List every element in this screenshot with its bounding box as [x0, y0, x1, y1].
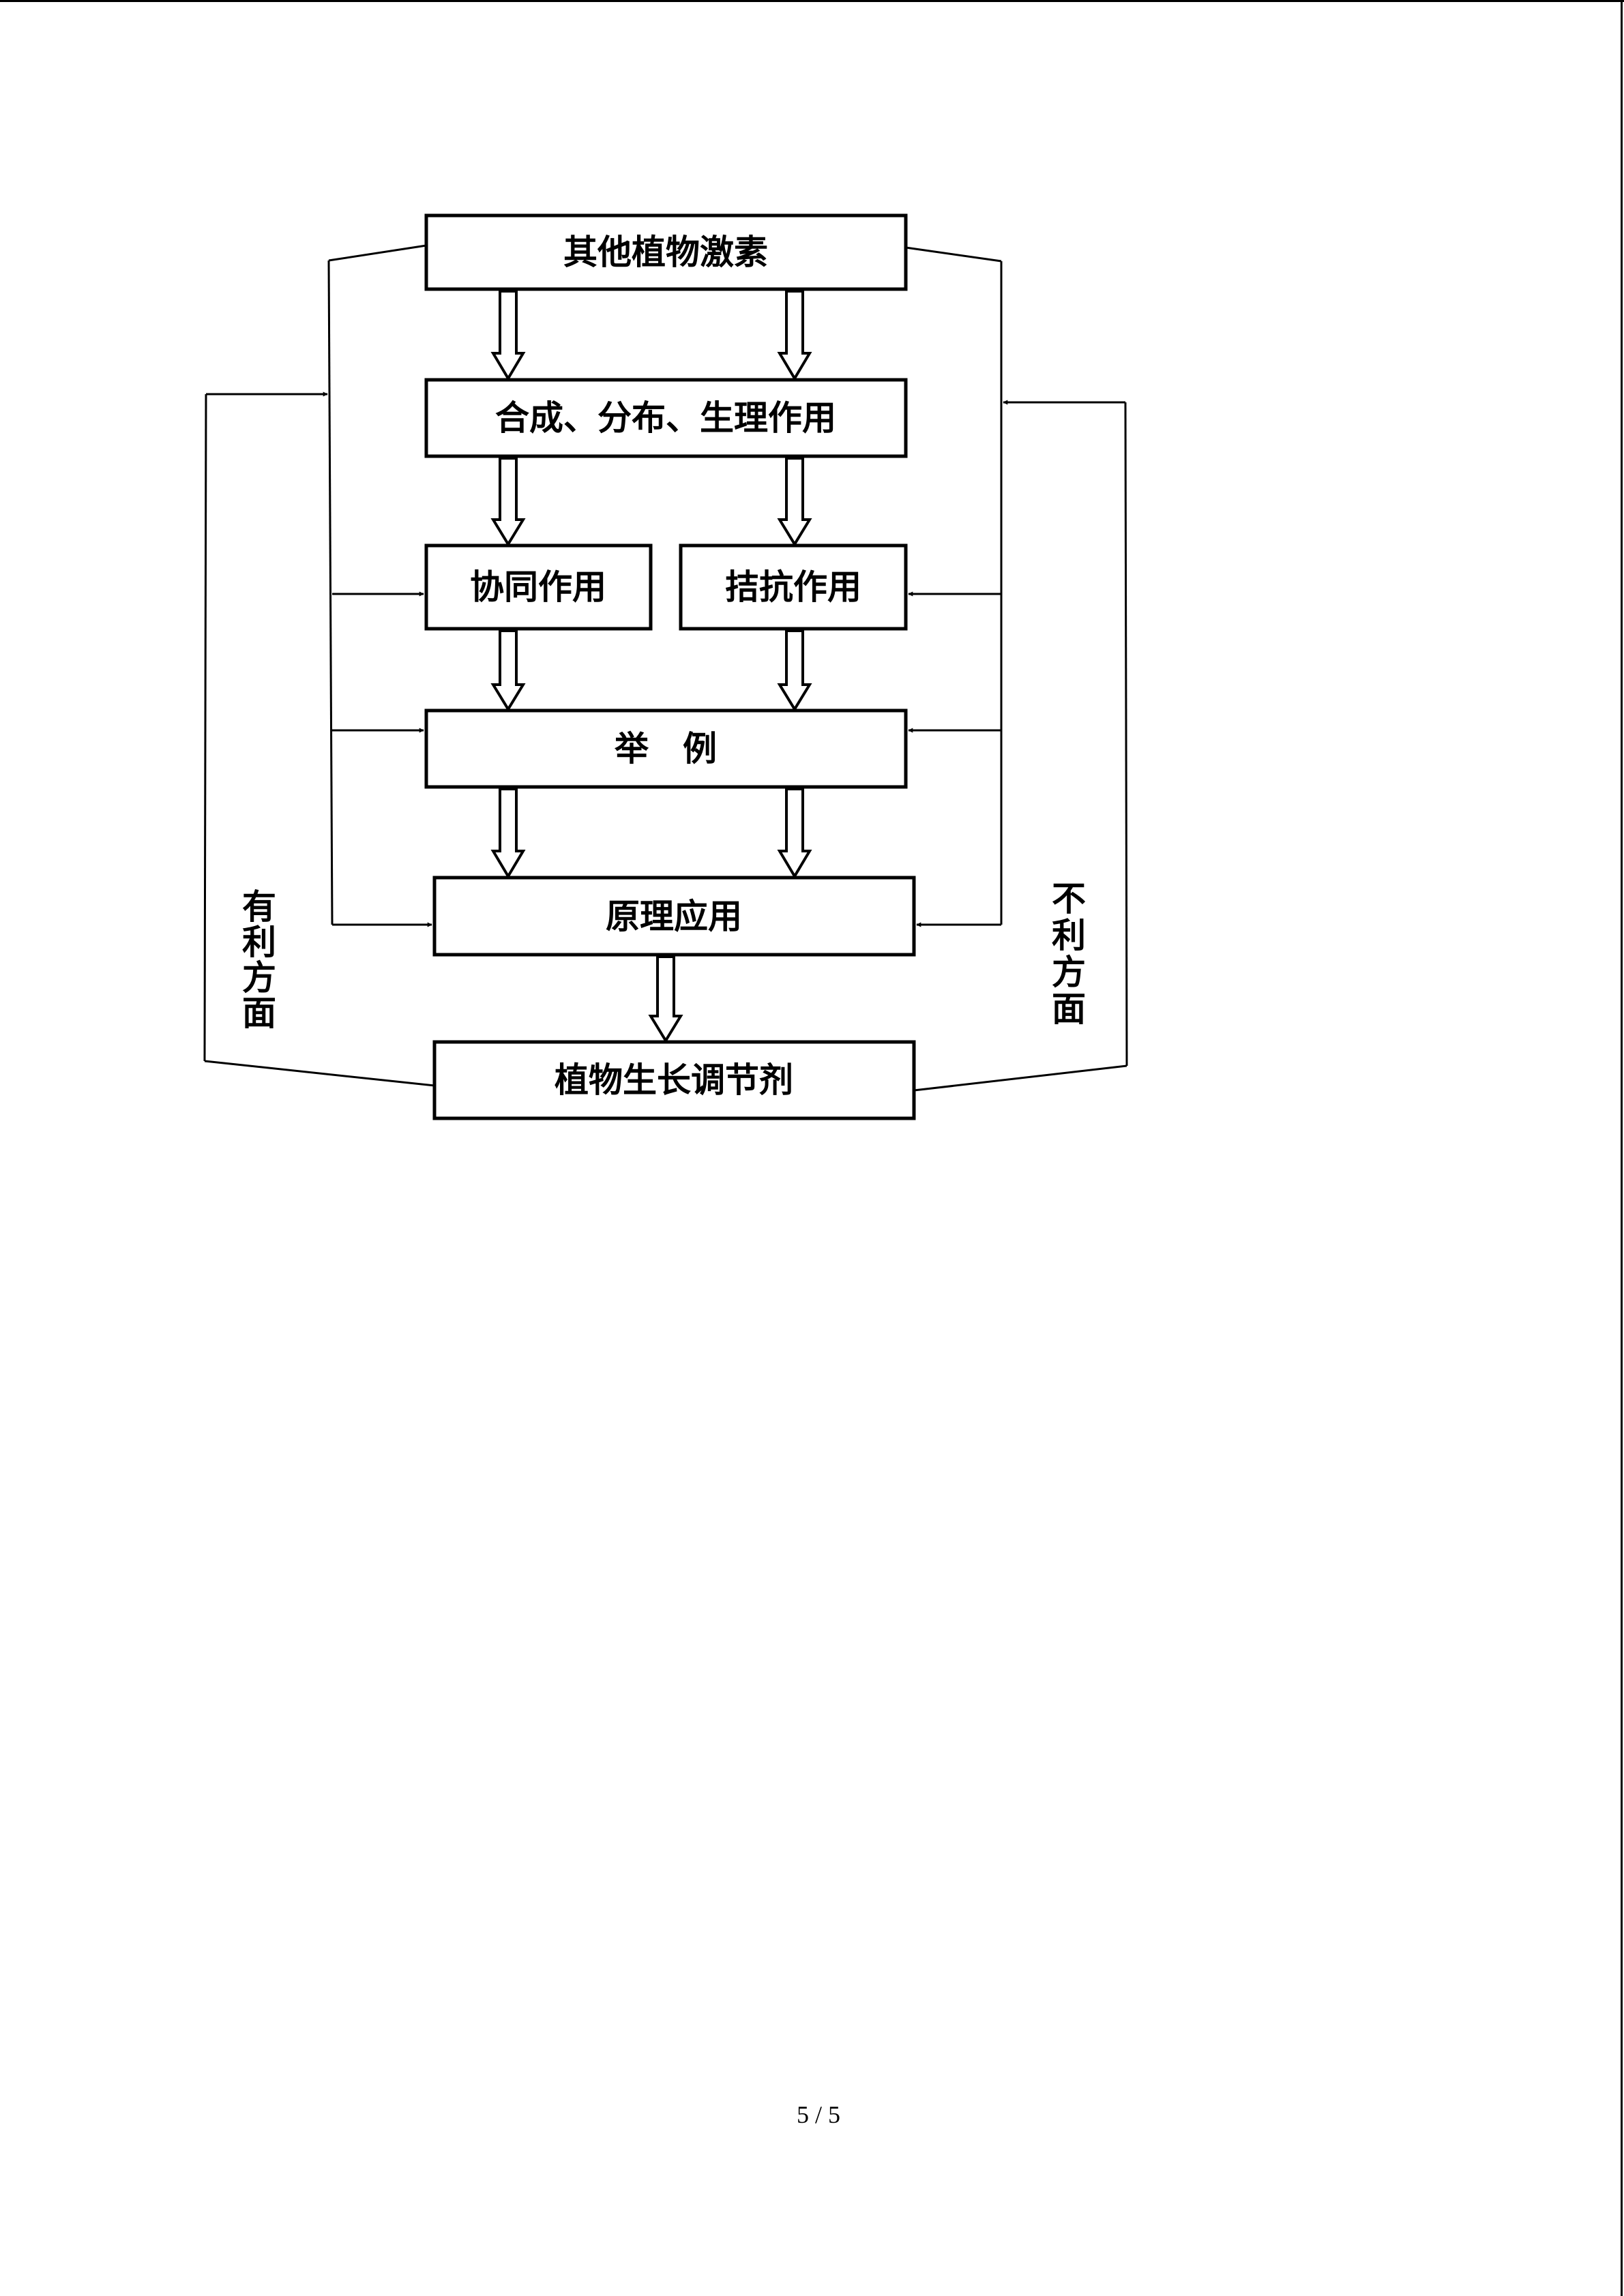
node-synthesis: 合成、分布、生理作用 — [424, 378, 908, 458]
node-example: 举 例 — [424, 709, 908, 789]
page-top-border — [0, 0, 1624, 2]
favorable-char-2: 利 — [242, 923, 276, 962]
node-regulator-label: 植物生长调节剂 — [555, 1060, 793, 1100]
hollow-arrow-4a — [490, 788, 526, 879]
hollow-arrow-1b — [777, 290, 812, 381]
right-branch-lines — [905, 246, 1128, 1092]
unfavorable-char-3: 方 — [1052, 953, 1086, 992]
hollow-arrow-3a — [490, 629, 526, 712]
unfavorable-char-1: 不 — [1052, 879, 1086, 919]
node-synthesis-label: 合成、分布、生理作用 — [495, 398, 836, 438]
left-branch-lines — [203, 244, 435, 1087]
node-other-hormones-label: 其他植物激素 — [563, 233, 768, 272]
node-application: 原理应用 — [432, 876, 916, 957]
favorable-char-3: 方 — [242, 958, 276, 998]
node-regulator: 植物生长调节剂 — [432, 1040, 916, 1120]
node-example-label: 举 例 — [614, 729, 717, 769]
hollow-arrow-4b — [777, 788, 812, 879]
hollow-arrow-5 — [648, 955, 683, 1043]
node-antagonism: 拮抗作用 — [679, 543, 908, 631]
page-right-border — [1621, 0, 1623, 2296]
hollow-arrows — [490, 290, 812, 1043]
page-number: 5 / 5 — [796, 2101, 840, 2128]
node-synergy-label: 协同作用 — [470, 567, 606, 607]
hollow-arrow-3b — [777, 629, 812, 712]
node-synergy: 协同作用 — [424, 543, 653, 631]
favorable-char-4: 面 — [242, 994, 276, 1033]
hollow-arrow-2b — [777, 457, 812, 547]
unfavorable-char-2: 利 — [1052, 916, 1086, 955]
unfavorable-label: 不 利 方 面 — [1052, 879, 1086, 1029]
favorable-label: 有 利 方 面 — [242, 887, 276, 1033]
node-other-hormones: 其他植物激素 — [424, 213, 908, 291]
unfavorable-char-4: 面 — [1052, 989, 1086, 1029]
node-antagonism-label: 拮抗作用 — [725, 567, 861, 607]
favorable-char-1: 有 — [242, 887, 276, 927]
node-application-label: 原理应用 — [606, 897, 742, 936]
hollow-arrow-2a — [490, 457, 526, 547]
hollow-arrow-1a — [490, 290, 526, 381]
